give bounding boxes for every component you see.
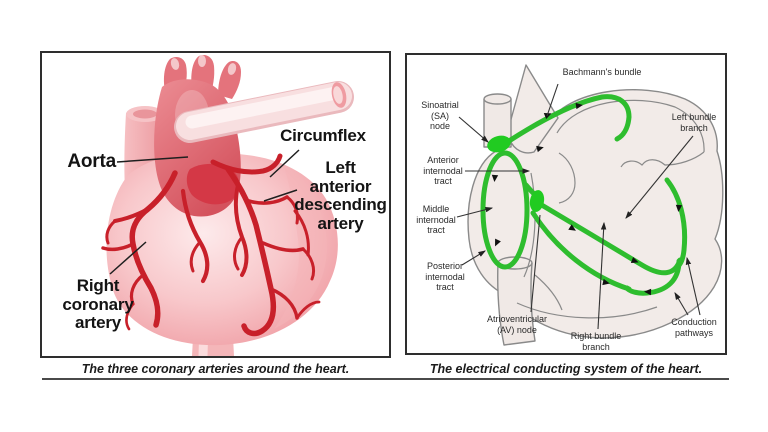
- posterior-pointer-line: [461, 250, 486, 266]
- left-pointer-lines: [109, 149, 300, 275]
- middle-internodal-tract-label: Middle internodal tract: [416, 204, 456, 235]
- coronary-arteries-illustration: [101, 55, 354, 356]
- sa-pointer-line: [458, 116, 489, 143]
- left-anterior-descending-label: Left anterior descending artery: [294, 158, 387, 233]
- anterior-internodal-tract-label: Anterior internodal tract: [423, 155, 463, 186]
- av-pointer-line: [530, 214, 541, 313]
- sinoatrial-node-label: Sinoatrial (SA) node: [421, 100, 459, 131]
- bachmanns-bundle-path: [506, 94, 632, 144]
- left-panel-caption: The three coronary arteries around the h…: [81, 362, 350, 376]
- heart-outline: [467, 64, 724, 346]
- right-pointer-lines: [456, 83, 701, 330]
- bachmann-pointer-line: [546, 83, 559, 117]
- av-node-blob: [529, 190, 545, 212]
- coronary-arteries-panel: Aorta Circumflex Left anterior descendin…: [40, 51, 391, 358]
- right-panel-caption: The electrical conducting system of the …: [429, 362, 703, 376]
- left-bundle-branch-label: Left bundle branch: [671, 112, 717, 133]
- aorta-pointer-line: [116, 156, 189, 163]
- conduction-system-panel: Bachmann's bundle Sinoatrial (SA) node L…: [405, 53, 727, 355]
- coronary-arteries: [101, 153, 321, 337]
- heart-interior-lines: [516, 99, 705, 319]
- conduction-pointer-line-2: [685, 256, 701, 316]
- sa-node-blob: [487, 135, 511, 153]
- right-bundle-path: [530, 210, 632, 292]
- pulmonary-artery-tube: [174, 81, 354, 143]
- right-bundle-pointer-line: [597, 221, 607, 330]
- bachmanns-bundle-label: Bachmann's bundle: [562, 67, 642, 77]
- circumflex-label: Circumflex: [280, 126, 366, 145]
- aorta-label: Aorta: [67, 151, 116, 172]
- middle-pointer-line: [456, 206, 494, 218]
- circumflex-pointer-line: [269, 149, 300, 178]
- conduction-system-illustration: [456, 64, 724, 346]
- left-bundle-pointer-line: [625, 135, 694, 219]
- right-bundle-branch-label: Right bundle branch: [570, 331, 622, 352]
- conduction-pointer-line-1: [674, 292, 689, 316]
- posterior-internodal-tract-label: Posterior internodal tract: [425, 261, 465, 292]
- lad-pointer-line: [263, 189, 298, 202]
- horizontal-divider: [42, 378, 729, 380]
- left-atrium-blob: [186, 163, 240, 205]
- atrioventricular-node-label: Atrioventricular (AV) node: [486, 314, 548, 335]
- rca-pointer-line: [109, 241, 147, 275]
- conduction-pathways-label: Conduction pathways: [671, 317, 717, 338]
- right-coronary-artery-label: Right coronary artery: [62, 276, 134, 332]
- flow-arrows: [491, 102, 683, 296]
